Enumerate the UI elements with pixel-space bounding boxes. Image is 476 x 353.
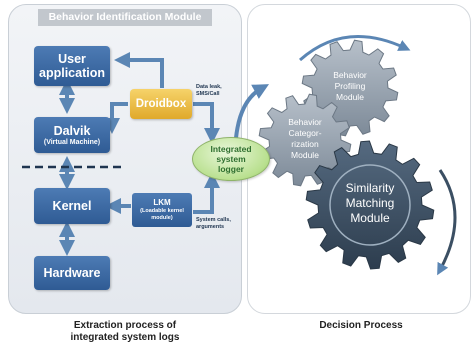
gear-similarity-icon (305, 140, 435, 270)
dalvik-title: Dalvik (53, 123, 91, 138)
profiling-arc-arrow (299, 35, 411, 62)
lkm-title: LKM (153, 198, 171, 207)
annotation-line: arguments (196, 224, 225, 230)
gear-categorization-line: Module (291, 150, 319, 160)
gear-categorization-line: rization (291, 139, 319, 149)
annotation-line: System calls, (196, 217, 231, 223)
lkm-subtitle-line: (Loadable kernel (140, 208, 184, 214)
user-application-line: User (58, 52, 86, 66)
user-application-line: application (39, 66, 105, 80)
dalvik-box: Dalvik (Virtual Machine) (34, 117, 110, 153)
annotation-line: Data leak, (196, 84, 222, 90)
gear-similarity-line: Module (350, 211, 390, 225)
logger-line: system (216, 154, 246, 164)
gear-similarity-line: Matching (346, 196, 395, 210)
logger-line: logger (218, 164, 244, 174)
logger-gear-arrow (234, 84, 270, 139)
kernel-box: Kernel (34, 188, 110, 224)
hardware-box: Hardware (34, 256, 110, 290)
hardware-label: Hardware (43, 266, 101, 280)
logger-arrows (193, 102, 220, 214)
annotation-line: SMS/Call (196, 91, 220, 97)
dalvik-subtitle: (Virtual Machine) (43, 138, 101, 146)
droidbox-arrows (104, 52, 164, 134)
gear-similarity-line: Similarity (346, 181, 395, 195)
decision-caption: Decision Process (319, 320, 403, 331)
user-application-box: User application (34, 46, 110, 86)
droidbox-box: Droidbox (130, 89, 192, 119)
caption-line: Extraction process of (73, 320, 177, 331)
gear-profiling-line: Profiling (335, 81, 366, 91)
similarity-arc-arrow (437, 169, 457, 276)
lkm-box: LKM (Loadable kernel module) (132, 193, 192, 227)
caption-line: integrated system logs (70, 332, 180, 343)
integrated-logger-ellipse: Integrated system logger (192, 137, 270, 181)
extraction-caption: Extraction process of integrated system … (40, 320, 210, 344)
gear-profiling-line: Behavior (333, 70, 367, 80)
lkm-flow-annotation: System calls, arguments (196, 217, 231, 231)
gear-categorization-line: Categor- (288, 128, 321, 138)
module-title: Behavior Identification Module (38, 9, 212, 26)
lkm-subtitle-line: module) (151, 215, 173, 221)
gear-categorization-line: Behavior (288, 117, 322, 127)
gear-profiling-label: Behavior Profiling Module (333, 70, 367, 102)
gear-similarity-label: Similarity Matching Module (346, 181, 395, 225)
kernel-label: Kernel (52, 199, 92, 213)
droidbox-flow-annotation: Data leak, SMS/Call (196, 84, 222, 98)
gear-categorization-label: Behavior Categor- rization Module (288, 117, 322, 160)
logger-line: Integrated (210, 144, 252, 154)
gear-profiling-line: Module (336, 92, 364, 102)
